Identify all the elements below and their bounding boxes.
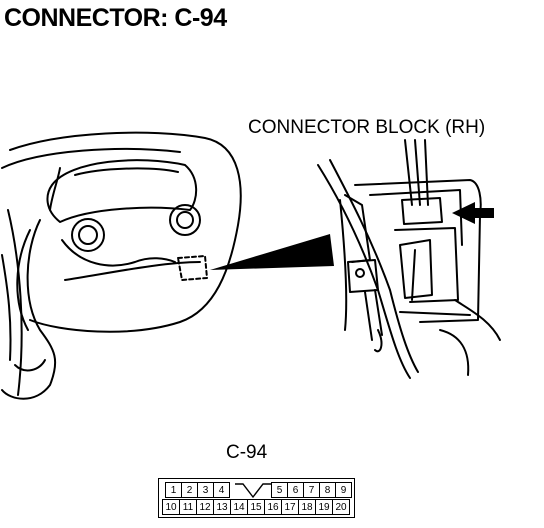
pin-17: 17	[281, 499, 299, 515]
instrument-cluster-outline	[46, 159, 198, 223]
gauge-right	[169, 204, 201, 236]
pin-7: 7	[303, 482, 320, 498]
pin-12: 12	[196, 499, 214, 515]
connector-label: C-94	[226, 442, 268, 463]
pin-20: 20	[332, 499, 350, 515]
pin-10: 10	[162, 499, 180, 515]
connector-block-label: CONNECTOR BLOCK (RH)	[248, 117, 486, 138]
pin-13: 13	[213, 499, 231, 515]
pin-2: 2	[181, 482, 198, 498]
connector-location	[177, 255, 208, 281]
pin-5: 5	[271, 482, 288, 498]
pin-9: 9	[335, 482, 352, 498]
gauge-left	[71, 218, 105, 252]
arrow-icon	[452, 202, 494, 224]
key-notch-icon	[235, 483, 271, 499]
connector-pin-diagram: 1 2 3 4 5 6 7 8 9 10 11 12 13 14 15 16 1…	[158, 478, 355, 518]
pin-14: 14	[230, 499, 248, 515]
pin-3: 3	[197, 482, 214, 498]
pin-11: 11	[179, 499, 197, 515]
pin-1: 1	[165, 482, 182, 498]
pin-4: 4	[213, 482, 230, 498]
pin-19: 19	[315, 499, 333, 515]
pin-18: 18	[298, 499, 316, 515]
pointer-wedge	[210, 234, 334, 270]
pin-8: 8	[319, 482, 336, 498]
page-title: CONNECTOR: C-94	[4, 4, 227, 32]
steering-wheel	[1, 219, 57, 400]
dashboard-outline	[9, 131, 242, 333]
pin-16: 16	[264, 499, 282, 515]
pin-15: 15	[247, 499, 265, 515]
wire-harness	[404, 139, 429, 206]
pin-6: 6	[287, 482, 304, 498]
